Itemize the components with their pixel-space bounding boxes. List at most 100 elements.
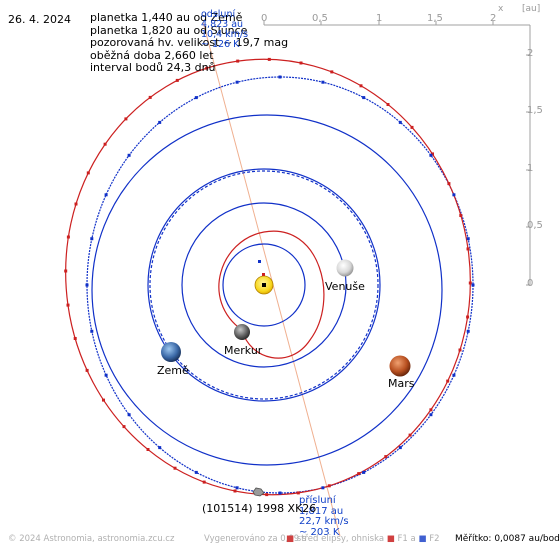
aphelion-speed: 10,4 km/s xyxy=(201,29,249,40)
legend-f1-text: F1 xyxy=(397,534,408,544)
asteroid-orbit-point xyxy=(66,235,70,239)
mars-orbit-point xyxy=(104,193,108,197)
asteroid-label: (101514) 1998 XK26 xyxy=(202,502,317,515)
asteroid-orbit-point xyxy=(148,95,152,99)
asteroid-orbit-point xyxy=(233,489,237,493)
asteroid-orbit-point xyxy=(459,214,463,217)
x-tick-label: 0 xyxy=(261,13,268,24)
venus-orbit xyxy=(181,202,347,368)
asteroid-orbit-point xyxy=(447,182,451,186)
asteroid-orbit-point xyxy=(446,379,450,383)
mars-orbit-point xyxy=(429,413,433,417)
mars-orbit-point xyxy=(127,413,131,417)
asteroid-orbit-point xyxy=(384,455,388,459)
asteroid-orbit-point xyxy=(327,484,331,488)
inner-red-loop xyxy=(218,230,325,359)
perihelion-title: přísluní xyxy=(299,495,336,506)
asteroid-orbit-point xyxy=(202,480,206,484)
planet-orbit-points xyxy=(85,75,475,495)
asteroid-orbit-point xyxy=(466,315,470,319)
perihelion-note: přísluní 1,817 au 22,7 km/s ~ 203 K xyxy=(299,495,349,538)
sight-line xyxy=(202,21,341,537)
asteroid-orbit-point xyxy=(74,202,78,206)
asteroid-orbit-point xyxy=(330,70,334,74)
legend-ellipse-text: střed elipsy, ohniska xyxy=(296,534,385,544)
asteroid-orbit-point xyxy=(468,281,472,285)
asteroid-orbit-point xyxy=(173,466,177,470)
mars-orbit-point xyxy=(127,153,131,157)
planet-orbits xyxy=(149,170,379,400)
mars-orbit-point xyxy=(194,470,198,474)
mercury-icon xyxy=(234,324,250,340)
asteroid-orbit-point xyxy=(103,142,107,146)
focus-marker xyxy=(262,283,266,287)
legend-f2-text: F2 xyxy=(429,534,440,544)
perihelion-temperature: ~ 203 K xyxy=(299,526,340,538)
perihelion-speed: 22,7 km/s xyxy=(299,516,349,527)
legend: ■ střed elipsy, ohniska ■ F1 a ■ F2 xyxy=(286,534,440,544)
info-period: oběžná doba 2,660 let xyxy=(90,48,214,62)
info-point-interval: interval bodů 24,3 dnů xyxy=(90,61,216,74)
mars-orbit-point xyxy=(104,373,108,377)
focus-f2-marker xyxy=(258,260,261,263)
mars-orbit-point xyxy=(398,120,402,124)
mars-orbit-point xyxy=(235,486,239,490)
mars-orbit-point xyxy=(321,80,325,84)
mars-orbit-point xyxy=(362,96,366,100)
legend-red-marker: ■ xyxy=(286,534,295,544)
mars-orbit-point xyxy=(194,96,198,100)
x-tick-label: 1,5 xyxy=(427,13,443,24)
mars-orbit-point xyxy=(321,486,325,490)
earth-icon xyxy=(161,342,181,362)
mars-orbit-point xyxy=(466,329,470,333)
generated-time: Vygenerováno za 0,09 s xyxy=(204,534,307,544)
aphelion-note: odsluní 4,823 au 10,4 km/s ~ 126 K xyxy=(201,10,248,50)
x-tick-label: 0,5 xyxy=(312,13,328,24)
x-tick-label: 2 xyxy=(490,13,497,24)
ellipse-center-marker xyxy=(262,273,265,276)
scale-label: Měřítko: 0,0087 au/bod xyxy=(455,534,560,544)
mars-orbit-inner xyxy=(91,114,443,466)
legend-f2-marker: ■ xyxy=(418,534,427,544)
asteroid-info-block: planetka 1,440 au od Země planetka 1,820… xyxy=(90,11,289,75)
legend-f1-marker: ■ xyxy=(386,534,395,544)
mars-orbit-point xyxy=(471,283,475,287)
asteroid-orbit-point xyxy=(357,472,361,476)
asteroid-orbit-point xyxy=(85,368,89,372)
asteroid-orbit-point xyxy=(410,125,414,129)
mercury-label: Merkur xyxy=(224,344,263,357)
info-magnitude: pozorovaná hv. velikost ~ 19,7 mag xyxy=(90,36,289,49)
venus-label: Venuše xyxy=(325,280,365,293)
mars-orbit-point xyxy=(158,120,162,124)
info-earth-distance: planetka 1,440 au od Země xyxy=(90,11,243,24)
earth-orbit-dashed xyxy=(149,170,379,400)
mars-icon xyxy=(389,355,411,377)
perihelion-distance: 1,817 au xyxy=(299,505,344,517)
y-tick-label: 0,5 xyxy=(527,220,543,231)
mars-orbit-point xyxy=(466,237,470,241)
mars-orbit-point xyxy=(278,491,282,495)
earth-label: Země xyxy=(157,364,189,377)
asteroid-orbit-point xyxy=(124,117,128,121)
asteroid-orbit-point xyxy=(205,66,209,70)
axis-frame xyxy=(263,21,531,286)
asteroid-icon xyxy=(252,487,265,497)
venus-icon xyxy=(336,259,354,277)
legend-a-text: a xyxy=(410,534,416,544)
asteroid-orbit-point xyxy=(73,337,77,340)
mars-orbit-point xyxy=(158,446,162,450)
x-axis-label: x xyxy=(498,4,504,14)
asteroid-orbit-point xyxy=(429,408,433,412)
asteroid-orbit-point xyxy=(431,152,434,156)
x-tick-label: 1 xyxy=(376,13,383,24)
y-tick-label: 1,5 xyxy=(527,105,543,116)
info-sun-distance: planetka 1,820 au od Slunce xyxy=(90,23,248,37)
asteroid-orbit-points xyxy=(64,57,472,497)
asteroid-orbit-point xyxy=(175,78,179,82)
mars-orbit-point xyxy=(398,446,402,450)
mars-orbit-point xyxy=(278,75,282,79)
mercury-orbit xyxy=(222,243,306,327)
copyright-text: © 2024 Astronomia, astronomia.zcu.cz xyxy=(8,534,175,544)
asteroid-orbit-point xyxy=(236,59,240,63)
